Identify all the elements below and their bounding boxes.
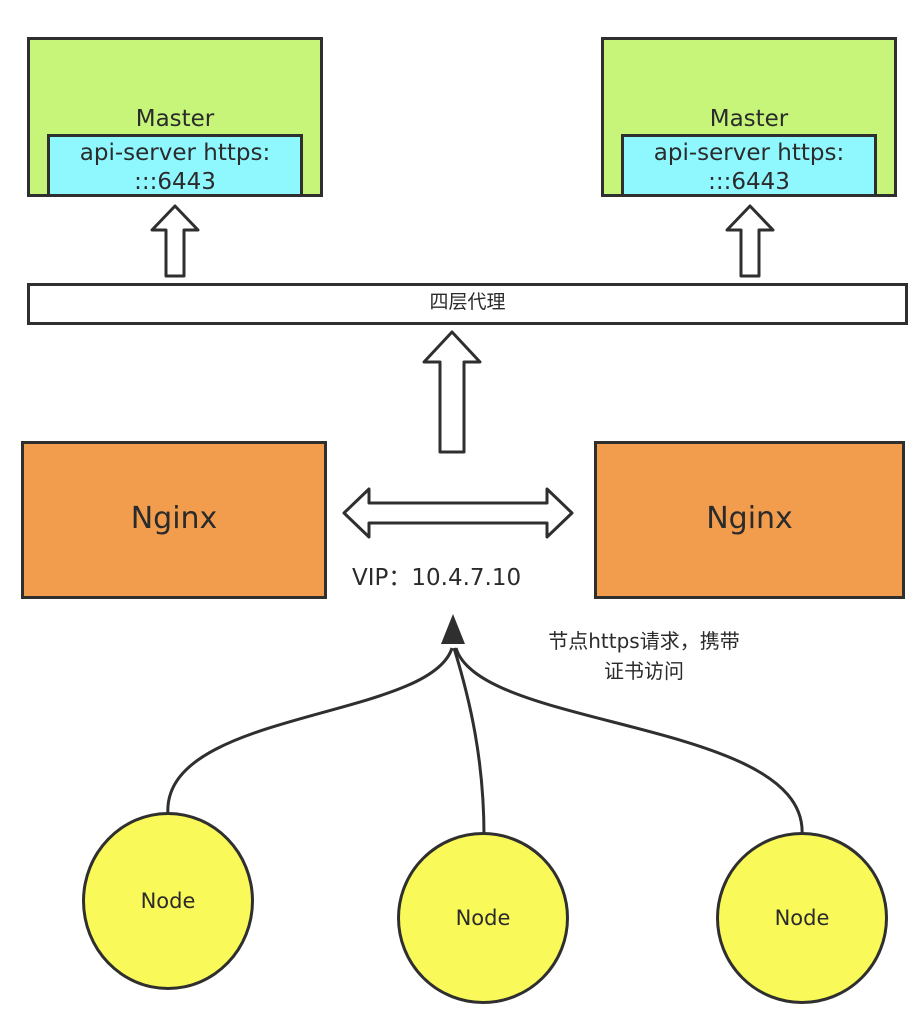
api-server-line1: api-server https: (79, 140, 271, 166)
arrow-up-left-master (150, 204, 200, 278)
double-arrow-nginx (342, 487, 574, 539)
api-server-line2: :::6443 (134, 169, 216, 195)
arrow-head-vip (441, 614, 465, 644)
node-circle-2: Node (397, 832, 569, 1004)
request-note: 节点https请求，携带 证书访问 (510, 626, 778, 686)
nginx-box-right: Nginx (594, 441, 905, 599)
master-label: Master (709, 106, 789, 132)
nginx-label: Nginx (130, 501, 218, 536)
master-label: Master (135, 106, 215, 132)
api-server-line1: api-server https: (653, 140, 845, 166)
node-label: Node (455, 906, 511, 930)
arrow-up-proxy (422, 330, 482, 454)
curve-node-2 (452, 647, 486, 837)
api-server-box: api-server https: :::6443 (621, 134, 877, 197)
nginx-label: Nginx (706, 501, 793, 536)
request-note-line1: 节点https请求，携带 (548, 629, 740, 653)
node-circle-1: Node (82, 812, 254, 990)
curve-node-1 (166, 647, 454, 816)
api-server-box: api-server https: :::6443 (47, 134, 303, 197)
nginx-box-left: Nginx (21, 441, 327, 599)
master-box-right: Master api-server https: :::6443 (601, 37, 897, 197)
api-server-line2: :::6443 (708, 169, 790, 195)
arrow-up-right-master (725, 204, 775, 278)
request-note-line2: 证书访问 (604, 659, 684, 683)
curve-node-3 (454, 647, 804, 837)
node-circle-3: Node (716, 832, 888, 1004)
node-label: Node (774, 906, 830, 930)
layer4-proxy-box: 四层代理 (27, 283, 908, 325)
layer4-proxy-label: 四层代理 (429, 291, 506, 313)
node-label: Node (140, 889, 196, 913)
vip-label: VIP：10.4.7.10 (352, 565, 522, 591)
master-box-left: Master api-server https: :::6443 (27, 37, 323, 197)
